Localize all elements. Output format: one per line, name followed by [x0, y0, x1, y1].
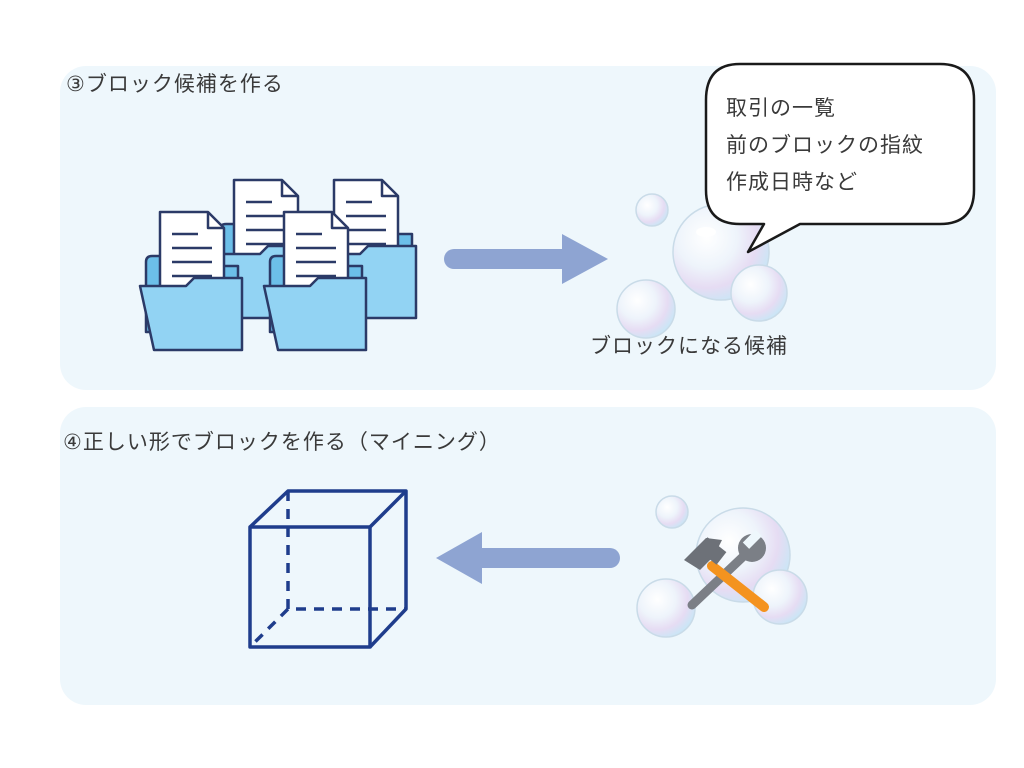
candidate-label: ブロックになる候補: [590, 334, 788, 358]
arrow-left-icon: [436, 532, 620, 584]
bubble-line-transactions: 取引の一覧: [726, 96, 836, 120]
bubble-line-timestamp: 作成日時など: [726, 170, 858, 194]
document-folder-icon: [138, 178, 418, 352]
arrow-right-icon: [444, 234, 608, 284]
bubble-line-previous-hash: 前のブロックの指紋: [726, 133, 924, 157]
hammer-wrench-icon: [636, 495, 808, 638]
wireframe-cube-icon: [248, 489, 408, 649]
step3-title: ③ブロック候補を作る: [66, 72, 284, 96]
step4-title: ④正しい形でブロックを作る（マイニング）: [63, 430, 501, 454]
speech-bubble: [704, 62, 976, 254]
speech-bubble-text: 取引の一覧 前のブロックの指紋 作成日時など: [726, 90, 924, 201]
bubble-cluster-icon: [616, 193, 788, 339]
